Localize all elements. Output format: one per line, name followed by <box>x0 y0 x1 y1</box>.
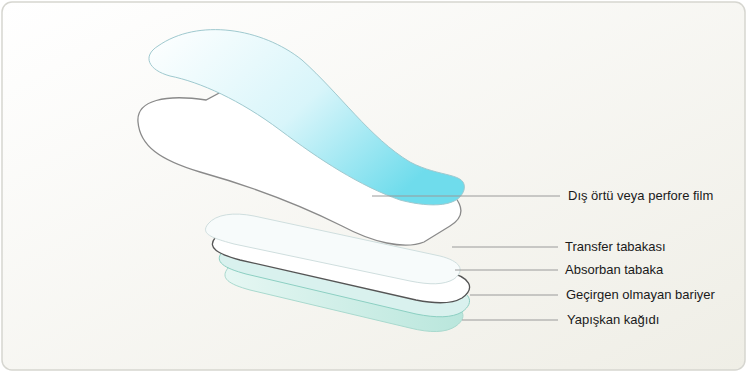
layer-label: Yapışkan kağıdı <box>567 312 659 328</box>
leader-line <box>470 295 558 296</box>
layer-label: Geçirgen olmayan bariyer <box>566 287 715 303</box>
top-film <box>149 30 464 205</box>
layer-label: Absorban tabaka <box>565 262 663 278</box>
leader-line <box>372 196 560 197</box>
layer-label: Transfer tabakası <box>565 239 666 255</box>
layer-label: Dış örtü veya perfore film <box>568 188 713 204</box>
leader-line <box>455 270 558 271</box>
leader-line <box>452 247 558 248</box>
leader-line <box>462 320 558 321</box>
